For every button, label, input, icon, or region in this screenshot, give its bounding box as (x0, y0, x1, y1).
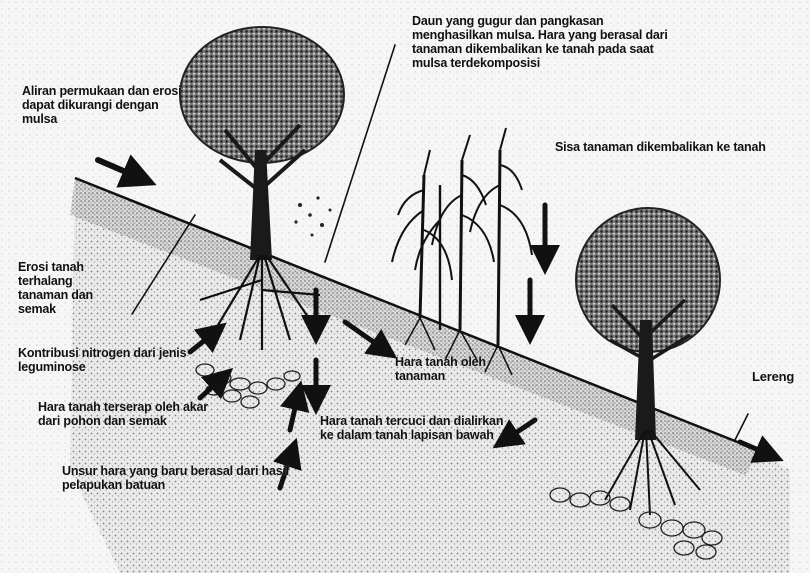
label-crop-residue: Sisa tanaman dikembalikan ke tanah (555, 140, 785, 154)
label-nitrogen: Kontribusi nitrogen dari jenis leguminos… (18, 346, 218, 374)
label-fallen-leaves: Daun yang gugur dan pangkasan menghasilk… (412, 14, 682, 70)
label-mulch-erosion: Aliran permukaan dan erosi dapat dikuran… (22, 84, 182, 126)
crop-stalk (460, 160, 462, 330)
label-erosion-blocked: Erosi tanah terhalang tanaman dan semak (18, 260, 108, 316)
left-tree-crown (180, 27, 344, 163)
label-nutrient-uptake: Hara tanah terserap oleh akar dari pohon… (38, 400, 218, 428)
label-slope: Lereng (752, 370, 807, 384)
crop-stalk (498, 150, 500, 345)
label-leaching: Hara tanah tercuci dan dialirkan ke dala… (320, 414, 520, 442)
label-weathering: Unsur hara yang baru berasal dari hasil … (62, 464, 312, 492)
label-crop-uptake: Hara tanah oleh tanaman (395, 355, 515, 383)
